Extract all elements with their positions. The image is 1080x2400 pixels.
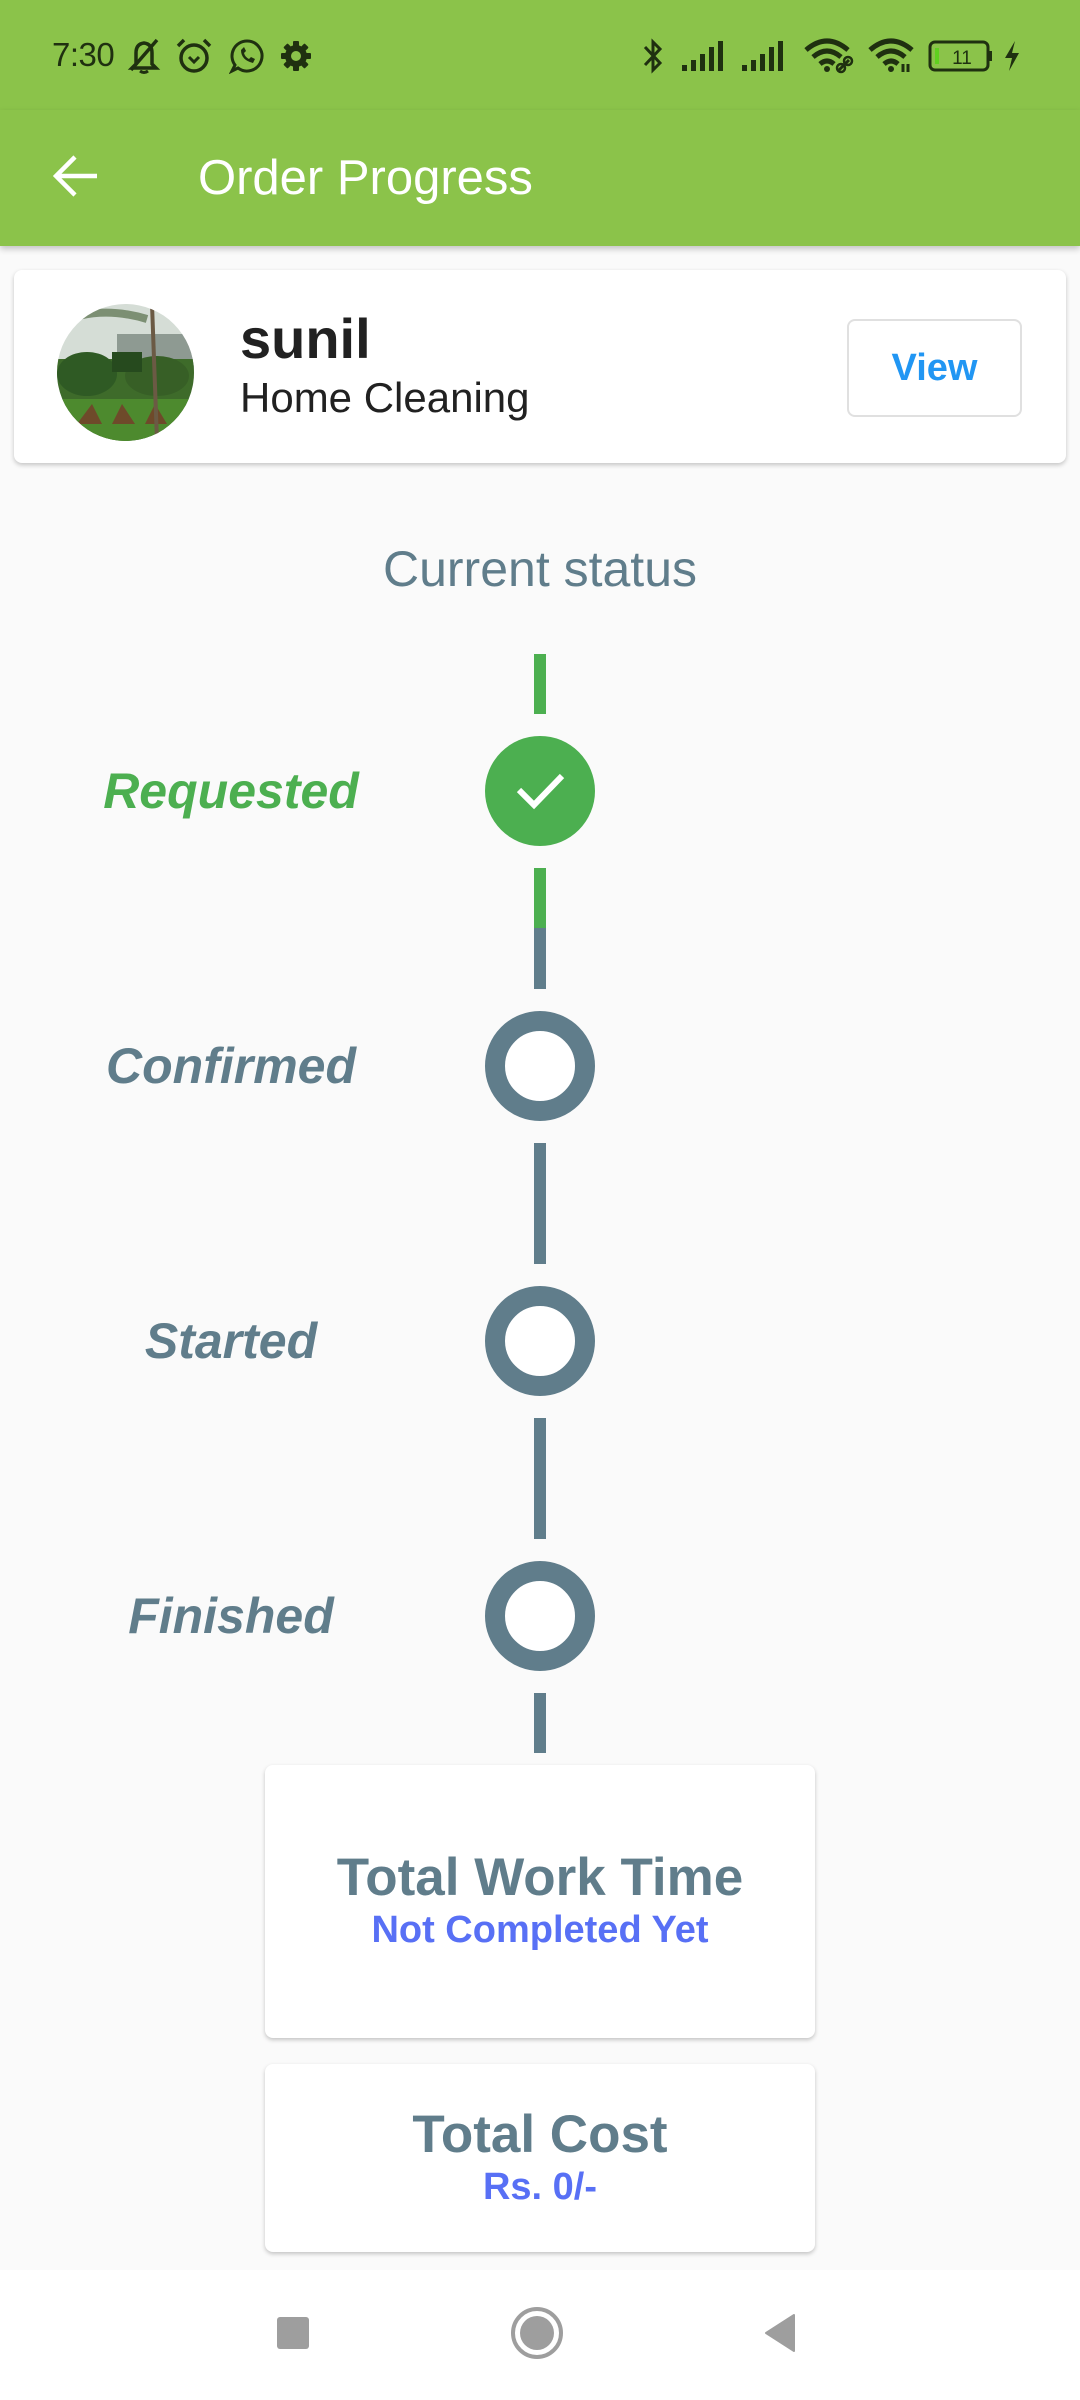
total-cost-card: Total Cost Rs. 0/- — [265, 2064, 815, 2252]
signal-icon — [680, 36, 728, 76]
provider-card: sunil Home Cleaning View — [14, 270, 1066, 463]
gear-icon — [278, 36, 314, 76]
check-icon — [510, 759, 570, 824]
app-bar: Order Progress — [0, 110, 1080, 246]
page-title: Order Progress — [198, 151, 533, 205]
charging-icon — [1000, 36, 1024, 76]
alarm-icon — [174, 36, 214, 76]
total-cost-value: Rs. 0/- — [482, 2166, 598, 2208]
current-status-heading: Current status — [382, 541, 697, 597]
recents-square-icon — [275, 2315, 311, 2356]
whatsapp-icon — [228, 36, 266, 76]
system-nav-bar — [0, 2270, 1080, 2400]
step-label-started: Started — [144, 1313, 318, 1369]
timeline-connector — [534, 1693, 546, 1753]
service-type: Home Cleaning — [240, 374, 530, 421]
wifi-link-icon — [802, 36, 856, 76]
work-time-title: Total Work Time — [336, 1848, 744, 1907]
step-label-confirmed: Confirmed — [106, 1038, 356, 1094]
recents-button[interactable] — [233, 2295, 353, 2375]
total-cost-title: Total Cost — [412, 2105, 668, 2164]
back-button[interactable] — [40, 142, 112, 214]
home-button[interactable] — [477, 2295, 597, 2375]
battery-icon: 11 — [928, 36, 994, 76]
bell-off-icon — [124, 36, 164, 76]
avatar[interactable] — [57, 304, 194, 441]
view-button[interactable]: View — [847, 319, 1022, 417]
bluetooth-icon — [640, 36, 666, 76]
back-nav-button[interactable] — [720, 2295, 840, 2375]
step-node-started — [485, 1286, 595, 1396]
step-node-finished — [485, 1561, 595, 1671]
status-bar: 7:30 11 — [0, 0, 1080, 110]
step-label-requested: Requested — [103, 763, 359, 819]
timeline-connector — [534, 1418, 546, 1539]
home-circle-icon — [510, 2306, 564, 2365]
step-node-confirmed — [485, 1011, 595, 1121]
timeline-connector — [534, 1143, 546, 1264]
step-node-requested — [485, 736, 595, 846]
work-time-card: Total Work Time Not Completed Yet — [265, 1765, 815, 2038]
work-time-value: Not Completed Yet — [371, 1909, 709, 1951]
timeline-connector-progress — [534, 868, 546, 928]
status-time: 7:30 — [52, 36, 115, 73]
provider-name: sunil — [240, 307, 371, 370]
step-label-finished: Finished — [128, 1588, 334, 1644]
timeline-connector — [534, 654, 546, 714]
svg-text:11: 11 — [952, 48, 972, 69]
back-triangle-icon — [762, 2313, 798, 2358]
signal-icon — [740, 36, 788, 76]
wifi-icon — [866, 36, 916, 76]
arrow-back-icon — [52, 153, 99, 204]
